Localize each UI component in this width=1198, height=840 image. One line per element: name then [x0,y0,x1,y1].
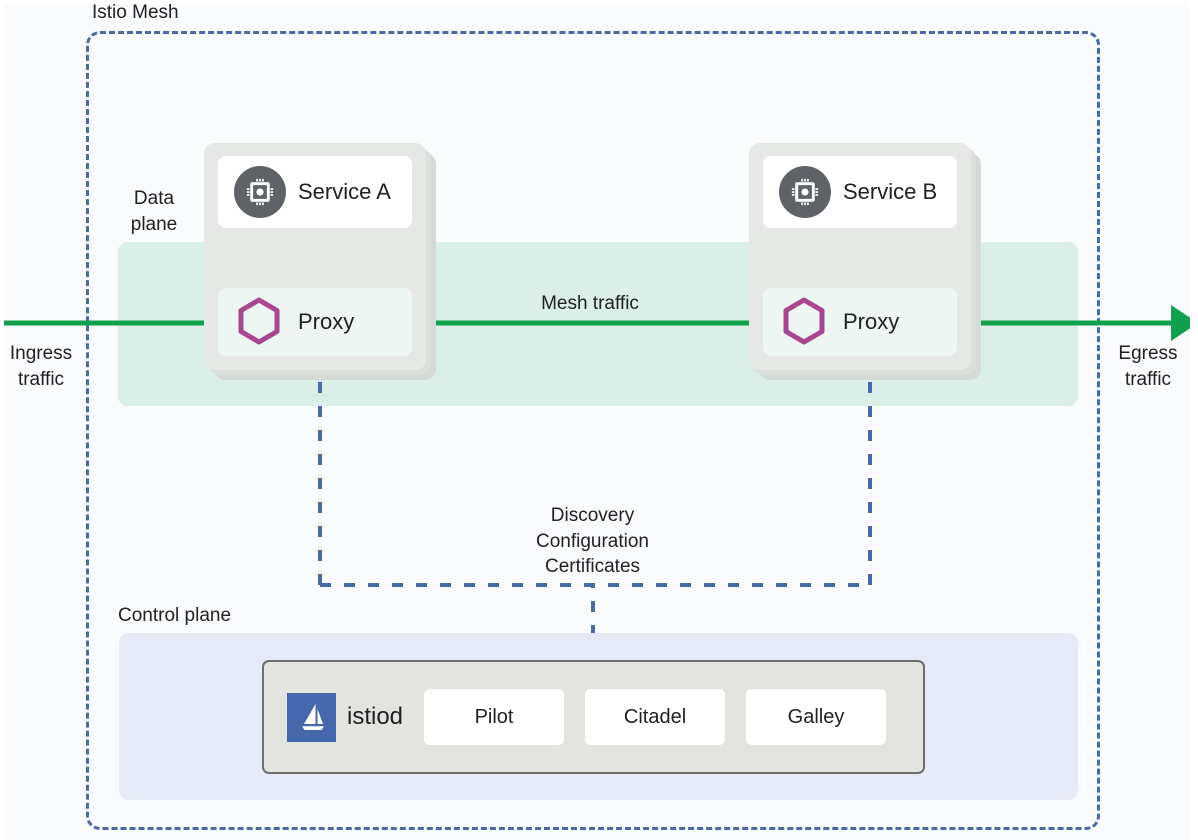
mesh-traffic-label: Mesh traffic [541,293,639,314]
canvas-top-margin [0,0,1198,4]
chip-icon [234,166,286,218]
ingress-traffic-line1: Ingress [9,343,73,364]
service-a-label: Service A [298,179,391,204]
istio-mesh-title: Istio Mesh [86,2,185,24]
canvas-right-margin [1190,0,1198,840]
proxy-a-label: Proxy [298,309,355,334]
istiod-box[interactable]: istiod Pilot Citadel Galley [262,660,925,774]
canvas-left-margin [0,0,4,840]
proxy-a-box[interactable]: Proxy [218,288,412,356]
istiod-component-citadel[interactable]: Citadel [585,689,726,745]
istiod-component-pilot[interactable]: Pilot [424,689,565,745]
istio-mesh-boundary [86,31,1100,830]
proxy-b-box[interactable]: Proxy [763,288,957,356]
proxy-b-label: Proxy [843,309,900,334]
service-b-label: Service B [843,179,938,204]
data-plane-label-line2: plane [130,214,178,235]
pod-service-a[interactable]: Service A Proxy [204,143,436,380]
control-message-configuration: Configuration [535,530,650,552]
pod-service-b[interactable]: Service B Proxy [749,143,981,380]
ingress-traffic-line2: traffic [17,369,65,390]
egress-traffic-label: Egress traffic [1108,341,1188,393]
control-messages-label: Discovery Configuration Certificates [490,503,695,580]
egress-traffic-line2: traffic [1124,369,1172,390]
control-message-discovery: Discovery [550,505,635,526]
egress-traffic-line1: Egress [1118,343,1178,364]
control-message-certificates: Certificates [544,556,641,577]
hexagon-icon [783,297,825,345]
istiod-component-galley[interactable]: Galley [746,689,887,745]
istiod-brand: istiod [287,692,404,742]
data-plane-label-line1: Data [133,188,175,209]
istiod-label: istiod [347,703,404,730]
chip-icon [779,166,831,218]
service-b-box[interactable]: Service B [763,156,957,228]
service-a-box[interactable]: Service A [218,156,412,228]
ingress-traffic-label: Ingress traffic [2,341,80,393]
data-plane-label: Data plane [119,186,189,238]
istio-sail-icon [287,692,336,742]
control-plane-label: Control plane [118,605,232,626]
hexagon-icon [238,297,280,345]
